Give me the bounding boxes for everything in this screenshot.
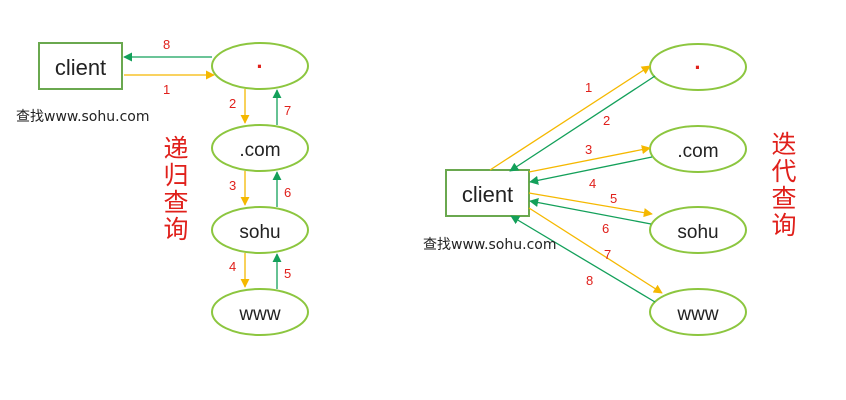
right-arrow-8 [510,215,656,303]
right-client-label: client [462,182,513,207]
iterative-panel: client · .com sohu www 1 2 3 4 5 6 7 8 查… [423,43,797,336]
right-title-char-3: 查 [771,184,796,213]
left-step-6: 6 [284,185,291,200]
left-client-node [38,42,123,90]
recursive-panel: client · .com sohu www 8 1 2 7 3 6 4 5 查… [16,37,309,336]
left-title-char-2: 归 [163,161,188,190]
left-step-5: 5 [284,266,291,281]
left-www-node [211,288,309,336]
left-caption: 查找www.sohu.com [16,109,149,125]
right-arrow-5 [528,192,653,218]
right-step-4: 4 [589,176,596,191]
left-sohu-label: sohu [239,222,280,243]
right-com-label: .com [677,141,718,162]
right-step-3: 3 [585,142,592,157]
left-step-4: 4 [229,259,236,274]
left-step-3: 3 [229,178,236,193]
left-step-2: 2 [229,96,236,111]
right-sohu-node [649,206,747,254]
left-root-label: · [256,54,263,79]
left-root-node [211,42,309,90]
left-title-char-4: 询 [163,215,188,244]
left-step-8: 8 [163,37,170,52]
right-step-5: 5 [610,191,617,206]
left-step-7: 7 [284,103,291,118]
right-arrow-1 [489,65,651,171]
right-title-char-1: 迭 [771,130,796,159]
right-arrow-4 [529,156,653,185]
left-client-label: client [55,55,106,80]
right-step-2: 2 [603,113,610,128]
right-title-char-4: 询 [771,211,796,240]
right-step-6: 6 [602,221,609,236]
right-root-label: · [694,55,701,80]
right-arrow-2 [509,75,656,172]
left-www-label: www [238,304,280,325]
left-com-label: .com [239,140,280,161]
right-step-7: 7 [604,247,611,262]
right-arrow-7 [528,207,663,294]
right-step-1: 1 [585,80,592,95]
right-www-node [649,288,747,336]
right-www-label: www [676,304,718,325]
left-title-char-3: 查 [163,188,188,217]
right-sohu-label: sohu [677,222,718,243]
right-arrow-6 [529,198,652,225]
right-step-8: 8 [586,273,593,288]
left-com-node [211,124,309,172]
right-client-node [445,169,530,217]
left-sohu-node [211,206,309,254]
right-title-char-2: 代 [771,157,796,186]
right-caption: 查找www.sohu.com [423,237,556,253]
left-step-1: 1 [163,82,170,97]
left-title-char-1: 递 [163,134,188,163]
right-arrow-3 [528,145,651,173]
